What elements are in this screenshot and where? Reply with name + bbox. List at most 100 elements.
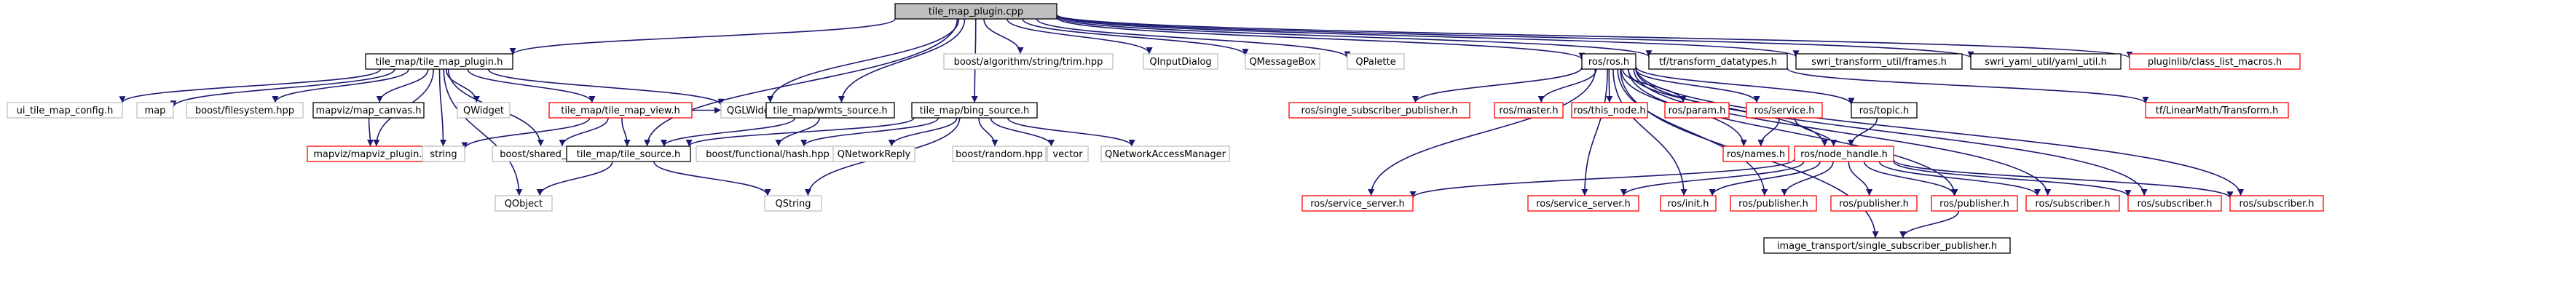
node-box-tilesrc <box>566 145 691 162</box>
node-pluginlib[interactable]: pluginlib/class_list_macros.h <box>2129 53 2301 70</box>
node-label-mapcanvas: mapviz/map_canvas.h <box>316 105 422 116</box>
node-box-map <box>136 102 174 119</box>
node-label-nodehandle: ros/node_handle.h <box>1800 149 1888 160</box>
node-box-vector <box>1047 145 1089 162</box>
dependency-nodes: tile_map_plugin.cpp tile_map/tile_map_plu… <box>7 3 2324 254</box>
edge-rosh-to-sub1 <box>1633 68 2052 196</box>
node-box-bing <box>911 102 1038 119</box>
node-qinput: QInputDialog <box>1143 53 1218 70</box>
node-label-hash: boost/functional/hash.hpp <box>706 149 830 160</box>
node-mapvizplugin[interactable]: mapviz/mapviz_plugin.h <box>307 145 435 162</box>
node-service[interactable]: ros/service.h <box>1746 102 1823 119</box>
node-map: map <box>136 102 174 119</box>
node-brandom: boost/random.hpp <box>952 145 1047 162</box>
edge-root-to-rosh <box>1056 17 1586 60</box>
node-bing[interactable]: tile_map/bing_source.h <box>911 102 1038 119</box>
node-box-imgtrans <box>1763 237 2011 254</box>
node-label-sub2: ros/subscriber.h <box>2137 199 2212 210</box>
edge-rosh-to-service <box>1635 68 1760 103</box>
node-sub1[interactable]: ros/subscriber.h <box>2025 195 2120 212</box>
node-box-sub1 <box>2025 195 2120 212</box>
node-label-tilesrc: tile_map/tile_source.h <box>577 149 680 160</box>
node-wmts[interactable]: tile_map/wmts_source.h <box>765 102 895 119</box>
edge-mapcanvas-to-mapvizplugin <box>366 117 374 147</box>
node-string: string <box>422 145 465 162</box>
node-imgtrans[interactable]: image_transport/single_subscriber_publis… <box>1763 237 2011 254</box>
node-label-rosh: ros/ros.h <box>1588 57 1629 68</box>
edge-rosh-to-sub3 <box>1635 67 2245 196</box>
node-mapcanvas[interactable]: mapviz/map_canvas.h <box>312 102 425 119</box>
edge-tmview-to-string <box>461 117 591 149</box>
node-pub1[interactable]: ros/publisher.h <box>1730 195 1817 212</box>
edge-nodehandle-to-svcserver2 <box>1620 161 1805 196</box>
node-box-svcserver2 <box>1527 195 1639 212</box>
node-box-bfs <box>186 102 304 119</box>
node-tfdt[interactable]: tf/transform_datatypes.h <box>1648 53 1788 70</box>
node-svcserver1[interactable]: ros/service_server.h <box>1301 195 1414 212</box>
node-names[interactable]: ros/names.h <box>1722 145 1789 162</box>
edge-root-to-swriyaml <box>1056 14 1974 59</box>
node-tilesrc[interactable]: tile_map/tile_source.h <box>566 145 691 162</box>
node-label-init: ros/init.h <box>1667 199 1709 210</box>
node-pub2[interactable]: ros/publisher.h <box>1931 195 2018 212</box>
node-qpal: QPalette <box>1347 53 1405 70</box>
node-box-tfdt <box>1648 53 1788 70</box>
node-sub2[interactable]: ros/subscriber.h <box>2127 195 2222 212</box>
node-swriframes[interactable]: swri_transform_util/frames.h <box>1795 53 1963 70</box>
edge-root-to-wmts <box>838 18 966 103</box>
node-label-qnam: QNetworkAccessManager <box>1105 149 1226 160</box>
node-label-qnetreply: QNetworkReply <box>838 149 911 160</box>
node-label-wmts: tile_map/wmts_source.h <box>773 105 887 116</box>
node-box-thisnode <box>1571 102 1648 119</box>
node-label-bfs: boost/filesystem.hpp <box>195 105 294 116</box>
node-pub3[interactable]: ros/publisher.h <box>1830 195 1918 212</box>
node-label-trim: boost/algorithm/string/trim.hpp <box>954 57 1103 68</box>
edge-rosh-to-master <box>1537 68 1597 103</box>
node-box-init <box>1660 195 1717 212</box>
node-qwidget: QWidget <box>457 102 511 119</box>
node-box-qnam <box>1100 145 1230 162</box>
node-singlesubpub[interactable]: ros/single_subscriber_publisher.h <box>1288 102 1470 119</box>
node-box-master <box>1494 102 1564 119</box>
node-box-swriframes <box>1795 53 1963 70</box>
node-box-tflin <box>2145 102 2289 119</box>
node-master[interactable]: ros/master.h <box>1494 102 1564 119</box>
node-rosh[interactable]: ros/ros.h <box>1581 53 1636 70</box>
edge-nodehandle-to-sub1 <box>1878 161 2041 196</box>
node-param[interactable]: ros/param.h <box>1664 102 1730 119</box>
node-topic[interactable]: ros/topic.h <box>1851 102 1918 119</box>
node-label-sub1: ros/subscriber.h <box>2035 199 2110 210</box>
edge-tmph-to-uicfg <box>119 68 382 103</box>
node-hash: boost/functional/hash.hpp <box>696 145 840 162</box>
node-box-pub2 <box>1931 195 2018 212</box>
node-label-tmview: tile_map/tile_map_view.h <box>561 105 680 116</box>
node-root[interactable]: tile_map_plugin.cpp <box>894 3 1057 20</box>
node-swriyaml[interactable]: swri_yaml_util/yaml_util.h <box>1970 53 2122 70</box>
node-nodehandle[interactable]: ros/node_handle.h <box>1794 145 1894 162</box>
node-thisnode[interactable]: ros/this_node.h <box>1571 102 1648 119</box>
edge-nodehandle-to-pub2 <box>1863 161 1958 196</box>
node-label-pub1: ros/publisher.h <box>1738 199 1808 210</box>
node-tmview[interactable]: tile_map/tile_map_view.h <box>548 102 693 119</box>
node-box-sub2 <box>2127 195 2222 212</box>
node-box-nodehandle <box>1794 145 1894 162</box>
node-label-pub2: ros/publisher.h <box>1939 199 2009 210</box>
edge-tmph-to-bfs <box>272 68 409 103</box>
edge-wmts-to-tilesrc <box>661 117 796 147</box>
edge-nodehandle-to-pub3 <box>1848 161 1873 196</box>
node-init[interactable]: ros/init.h <box>1660 195 1717 212</box>
node-label-topic: ros/topic.h <box>1859 105 1910 116</box>
edge-tmph-to-qgl <box>487 68 725 106</box>
node-qnam: QNetworkAccessManager <box>1100 145 1230 162</box>
node-tmph[interactable]: tile_map/tile_map_plugin.h <box>365 53 513 70</box>
node-label-svcserver2: ros/service_server.h <box>1536 199 1631 210</box>
node-sub3[interactable]: ros/subscriber.h <box>2229 195 2324 212</box>
node-tflin[interactable]: tf/LinearMath/Transform.h <box>2145 102 2289 119</box>
node-label-master: ros/master.h <box>1499 105 1558 116</box>
node-svcserver2[interactable]: ros/service_server.h <box>1527 195 1639 212</box>
node-box-qobject <box>495 195 553 212</box>
node-box-svcserver1 <box>1301 195 1414 212</box>
node-box-topic <box>1851 102 1918 119</box>
edge-tilesrc-to-qobject <box>536 161 613 196</box>
dependency-edges <box>119 14 2245 239</box>
